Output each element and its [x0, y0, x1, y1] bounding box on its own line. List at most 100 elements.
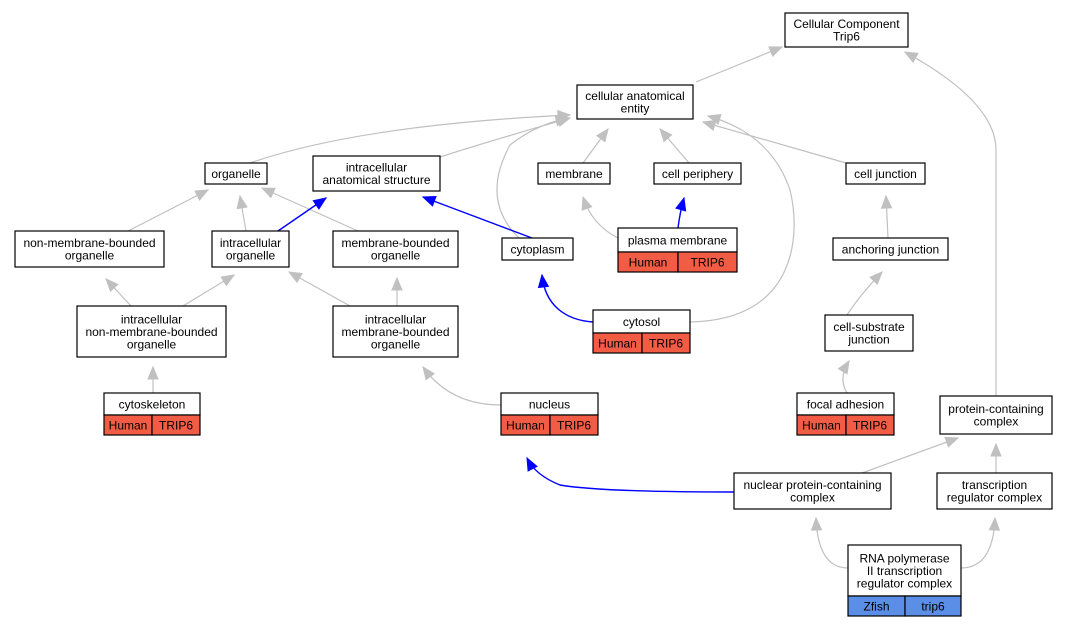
node-label-line: RNA polymerase [859, 551, 949, 565]
node-cell-periphery[interactable]: cell periphery [653, 162, 742, 185]
node-box [501, 237, 574, 261]
edge-line [496, 117, 569, 239]
edge-line [439, 117, 571, 158]
edge-cell-substrate-junction-to-anchoring-junction [846, 271, 883, 316]
arrowhead [880, 194, 893, 209]
node-box [14, 230, 165, 268]
arrowhead [595, 127, 609, 143]
node-label-line: cell junction [854, 167, 917, 181]
edge-line [904, 51, 997, 396]
arrowhead [869, 271, 883, 286]
arrowhead [391, 276, 403, 291]
arrowhead [903, 51, 919, 64]
node-label-line: membrane-bounded [341, 236, 449, 250]
node-label-line: protein-containing [948, 402, 1043, 416]
edge-line [422, 366, 502, 406]
edge-focal-adhesion-to-cell-substrate-junction [837, 359, 850, 394]
edge-non-membrane-bounded-organelle-to-organelle [127, 189, 210, 232]
edge-plasma-membrane-to-membrane [581, 195, 619, 239]
node-label-line: Cellular Component [793, 17, 900, 31]
gene-cell [677, 251, 738, 273]
node-anchoring-junction[interactable]: anchoring junction [832, 237, 949, 261]
node-box [537, 162, 611, 185]
arrowhead [422, 365, 436, 381]
edges-layer [105, 46, 1002, 569]
node-label-line: cytosol [623, 315, 660, 329]
node-label-line: non-membrane-bounded [23, 236, 155, 250]
gene-cell [641, 332, 691, 354]
arrowhead [554, 115, 570, 127]
node-cell-junction[interactable]: cell junction [845, 162, 926, 185]
edge-protein-containing-complex-to-root [903, 51, 997, 396]
node-label-line: cytoplasm [510, 242, 564, 256]
arrowhead [837, 359, 850, 375]
gene-cell [151, 414, 201, 436]
edge-rna-pol-ii-complex-to-nuclear-protein-containing-complex [810, 516, 849, 569]
arrowhead [581, 195, 593, 211]
edge-intracellular-non-membrane-bounded-organelle-to-non-membrane-bounded-organelle [105, 278, 132, 307]
edge-line [702, 121, 847, 164]
node-label-line: II transcription [867, 564, 942, 578]
species-label: Human [802, 418, 841, 432]
edge-cytoplasm-to-intracellular-anatomical-structure [421, 196, 533, 239]
node-box [332, 305, 459, 358]
arrowhead [312, 197, 328, 210]
edge-rna-pol-ii-complex-to-transcription-regulator-complex [960, 516, 1001, 569]
node-box [733, 472, 892, 510]
node-label-line: nuclear protein-containing [743, 478, 881, 492]
node-box [653, 162, 742, 185]
node-label-line: cell periphery [662, 167, 733, 181]
node-membrane[interactable]: membrane [537, 162, 611, 185]
arrowhead [768, 46, 784, 58]
node-organelle[interactable]: organelle [204, 162, 268, 185]
node-label-line: organelle [211, 167, 261, 181]
node-box [332, 230, 459, 268]
node-label-line: intracellular [365, 312, 426, 326]
node-label-line: membrane [545, 167, 603, 181]
species-label: Human [598, 336, 637, 350]
arrowhead [147, 365, 159, 380]
node-intracellular-non-membrane-bounded-organelle[interactable]: intracellularnon-membrane-boundedorganel… [76, 305, 227, 358]
node-label-line: regulator complex [947, 491, 1042, 505]
annotation-row[interactable]: Human TRIP6 [592, 332, 691, 354]
node-label-line: cell-substrate [833, 320, 905, 334]
edge-line [541, 274, 594, 323]
gene-label: TRIP6 [649, 336, 683, 350]
edge-cytosol-to-cytoplasm [537, 273, 594, 323]
gene-label: trip6 [921, 599, 945, 613]
node-label-line: organelle [127, 337, 177, 351]
node-cytoplasm[interactable]: cytoplasm [501, 237, 574, 261]
node-label-line: organelle [226, 249, 276, 263]
edge-nucleus-to-intracellular-membrane-bounded-organelle [422, 365, 502, 406]
node-box [76, 305, 227, 358]
arrowhead [990, 442, 1002, 457]
node-box [936, 472, 1053, 510]
node-label-line: cellular anatomical [585, 89, 684, 103]
edge-cytosol-to-cellular-anatomical-entity [689, 113, 795, 323]
edge-nuclear-protein-containing-complex-to-protein-containing-complex [861, 436, 960, 474]
edge-line [422, 196, 533, 239]
